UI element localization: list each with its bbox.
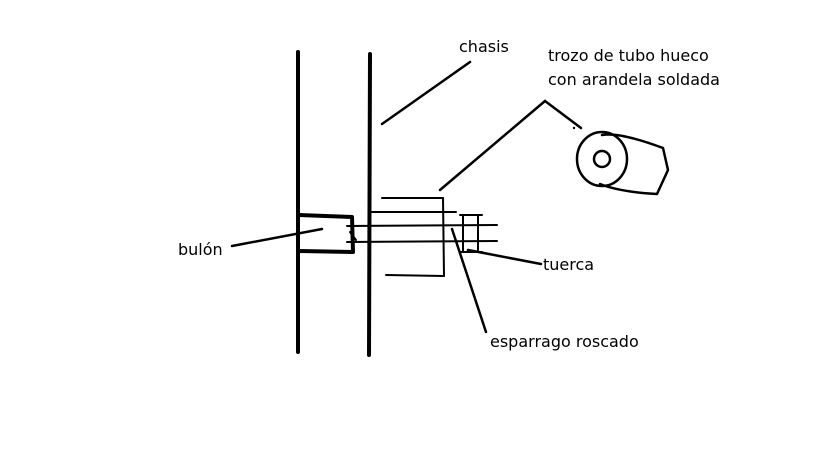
label-chasis: chasis xyxy=(459,37,509,56)
washer-hole xyxy=(592,149,612,169)
bolt-tick xyxy=(349,231,357,241)
nut xyxy=(462,214,479,253)
leader-esparrago xyxy=(450,227,488,334)
tube-bracket-side xyxy=(442,197,445,277)
tube-bracket-bottom xyxy=(385,274,445,277)
leader-bulon xyxy=(230,227,324,248)
tube-body xyxy=(598,133,670,196)
bolt-shank-top xyxy=(346,224,498,227)
leader-tube-left xyxy=(438,99,547,192)
label-bulon: bulón xyxy=(178,240,223,259)
leader-tuerca xyxy=(466,248,543,266)
label-esparrago: esparrago roscado xyxy=(490,332,639,351)
leader-tube-right xyxy=(543,99,583,130)
label-tuerca: tuerca xyxy=(543,255,595,274)
leader-chasis xyxy=(380,60,472,126)
washer-outer xyxy=(575,130,629,188)
label-tube-line2: con arandela soldada xyxy=(548,70,720,89)
bolt-head xyxy=(297,213,355,254)
bolt-shank-bottom xyxy=(346,240,498,243)
chassis-plate-right xyxy=(367,52,372,357)
label-tube-line1: trozo de tubo hueco xyxy=(548,46,709,65)
stray-dot xyxy=(572,126,576,130)
